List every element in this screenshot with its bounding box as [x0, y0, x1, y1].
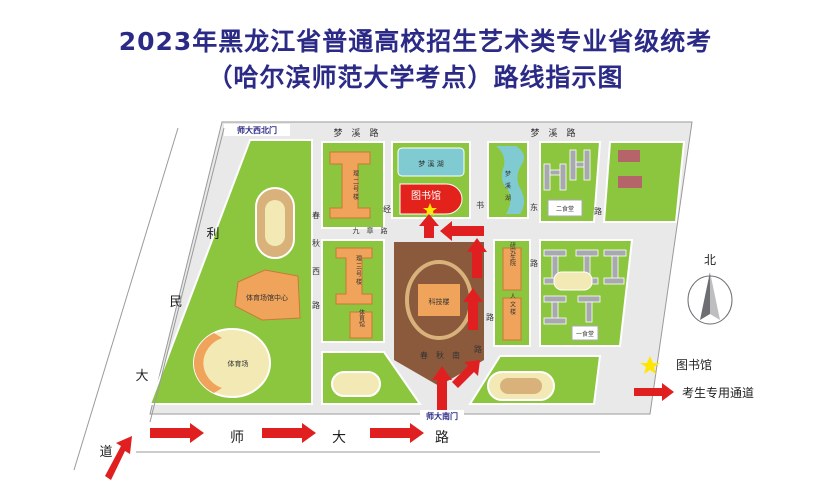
kejilou-building: [418, 284, 460, 316]
road-jiuzhang: 九 章 路: [353, 226, 388, 235]
far-east-building-1: [618, 150, 640, 162]
road-lu-west: 路: [312, 300, 320, 310]
gym-label: 体育馆: [358, 308, 365, 328]
road-shida-3: 路: [435, 430, 449, 446]
gate-west-north: [224, 124, 290, 136]
road-mengxi-2: 梦 溪 路: [530, 127, 575, 139]
legend-arrow-icon: [634, 383, 674, 401]
road-xi: 西: [312, 267, 320, 276]
yishitang-label: 一食堂: [576, 330, 594, 338]
road-shida-2: 大: [332, 430, 346, 446]
renwen-building: [502, 297, 522, 341]
yanjiusheng-building: [502, 247, 522, 291]
road-chunqiunan: 春 秋 南: [420, 350, 460, 360]
road-edge-limin: [149, 127, 225, 423]
page-title-line2: （哈尔滨师范大学考点）路线指示图: [207, 63, 624, 92]
far-east-building-2: [618, 176, 642, 188]
track-south-west: [331, 371, 381, 397]
sports-center-label: 体育场馆中心: [246, 293, 288, 302]
sports-court-east: [553, 271, 593, 291]
road-jing: 经: [383, 204, 391, 214]
arrow-8: [467, 238, 487, 278]
track-south-east-field: [500, 378, 542, 394]
mengxi-lake: [397, 147, 465, 177]
mengxi-lake-label: 梦 溪 湖: [418, 159, 443, 168]
compass-icon: [687, 272, 733, 325]
kejilou-label: 科技楼: [429, 297, 450, 306]
road-dong: 东: [530, 202, 538, 212]
library-star-icon: [423, 203, 437, 216]
gym-building: [349, 311, 373, 339]
arrow-9: [440, 221, 484, 241]
legend-library-label: 图书馆: [676, 357, 712, 372]
road-limin-1: 利: [206, 227, 219, 242]
compass-label: 北: [704, 253, 716, 267]
road-lu-east2: 路: [530, 258, 538, 268]
arrow-3: [370, 423, 424, 443]
lake-v2: 溪: [505, 182, 511, 190]
arrow-4: [105, 436, 132, 480]
ershitang-building: [547, 199, 583, 217]
road-lu-mid: 路: [486, 312, 494, 322]
renwen-label: 人 文 楼: [509, 293, 516, 316]
yishitang-building: [571, 325, 599, 341]
gate-south-label: 师大南门: [426, 411, 458, 421]
stadium-stand: [193, 333, 222, 393]
road-mengxi-1: 梦 溪 路: [333, 127, 378, 139]
road-lu-south: 路: [474, 344, 482, 354]
arrow-10: [419, 214, 439, 238]
legend-path-label: 考生专用通道: [682, 385, 754, 400]
route-arrows: [105, 214, 487, 480]
li-san-label: 理 三 号 楼: [355, 255, 362, 286]
track-north-field: [265, 200, 285, 246]
li-san-building: [335, 247, 373, 305]
road-edge-limin-outer: [73, 127, 179, 471]
road-limin-3: 大: [135, 369, 148, 384]
road-chun: 春: [312, 210, 320, 220]
library-building: [399, 183, 463, 215]
li-er-building: [329, 151, 371, 219]
stadium-label: 体育场: [228, 359, 249, 368]
li-er-label: 理 二 号 楼: [352, 170, 359, 201]
road-lu-east: 路: [594, 206, 602, 216]
lake-v1: 梦: [505, 170, 511, 178]
road-shida-1: 师: [230, 430, 244, 446]
gate-south: [420, 410, 464, 422]
gate-west-north-label: 师大西北门: [237, 125, 277, 135]
road-qiu: 秋: [312, 238, 320, 248]
lake-strip-water: [496, 146, 524, 214]
arrow-5: [432, 366, 452, 410]
library-label: 图书馆: [411, 189, 441, 202]
arrow-6: [452, 360, 480, 388]
lake-v3: 湖: [505, 194, 511, 202]
page-title-line1: 2023年黑龙江省普通高校招生艺术类专业省级统考: [118, 27, 713, 56]
block-far-east: [602, 141, 686, 223]
yanjiusheng-label: 研究生院: [509, 242, 516, 267]
arrow-2: [262, 423, 316, 443]
arrow-1: [150, 423, 204, 443]
dorm-north-buildings: [543, 149, 591, 191]
ershitang-label: 二食堂: [556, 205, 574, 213]
legend-star-icon: [640, 356, 660, 374]
sports-center-building: [234, 269, 301, 321]
road-shu: 书: [476, 200, 484, 210]
road-limin-4: 道: [99, 445, 112, 460]
arrow-7: [463, 288, 483, 330]
